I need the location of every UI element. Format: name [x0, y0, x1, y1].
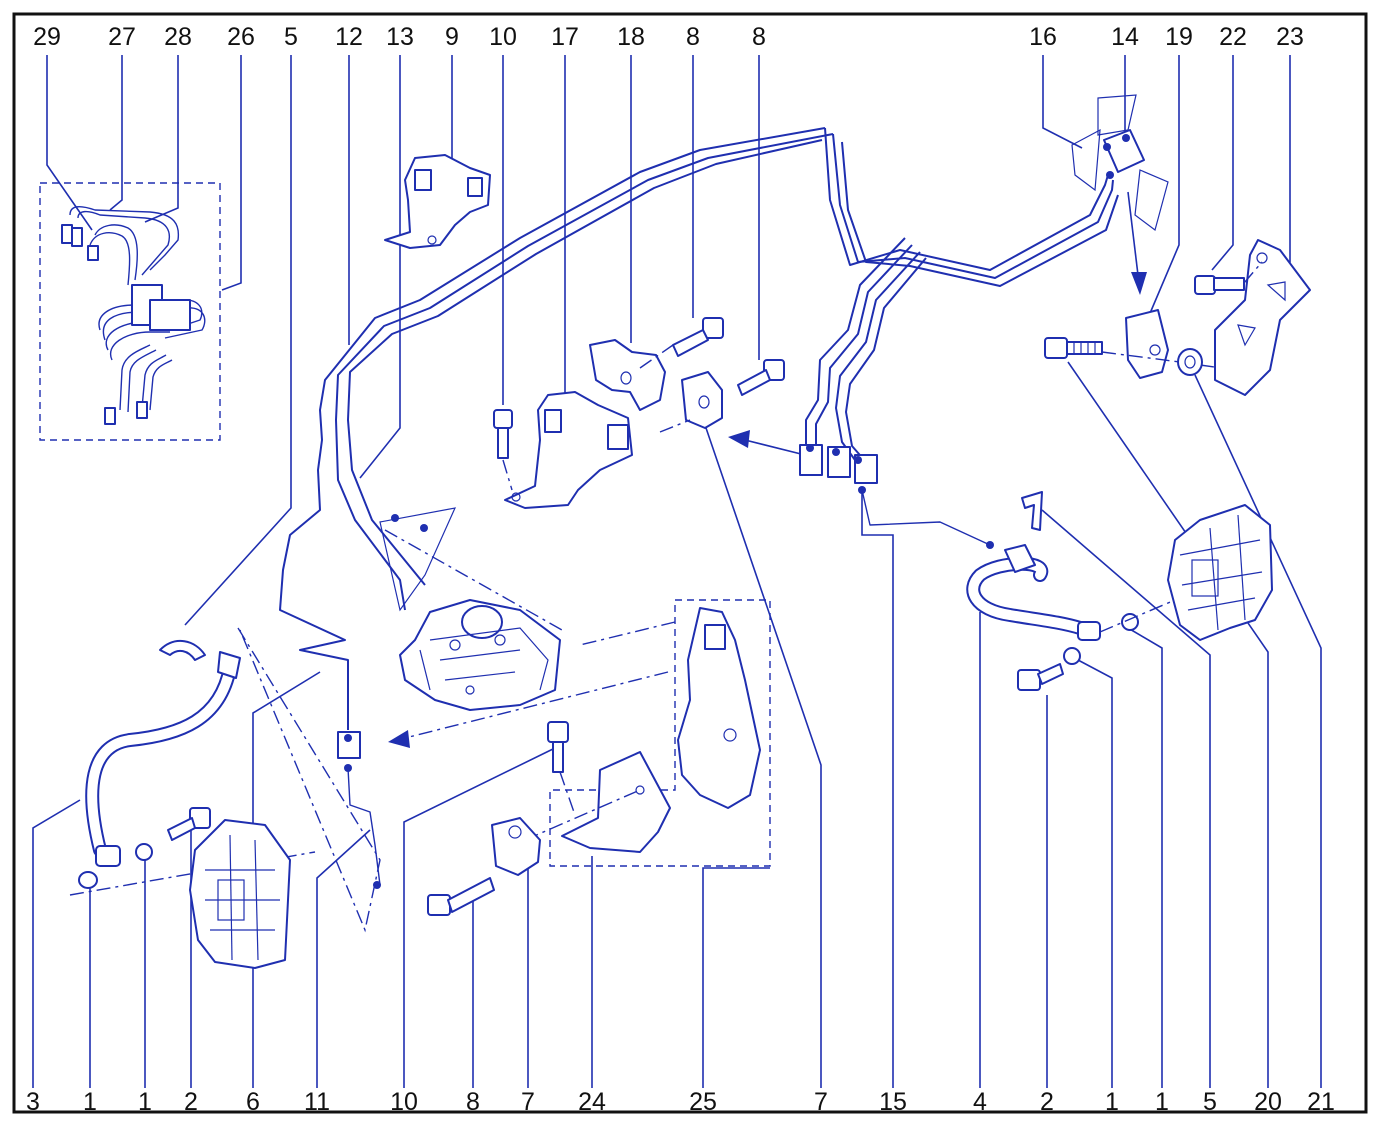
- shield-bracket: [677, 607, 761, 809]
- clamp-7-upper: [659, 371, 723, 433]
- clamp-7-lower: [491, 817, 541, 876]
- abs-pipe-bundle: [61, 206, 206, 425]
- bolt-10-lower: [547, 721, 576, 816]
- bolt-10-upper: [493, 409, 513, 491]
- callout-28: 28: [164, 23, 192, 51]
- caliper-left: [189, 819, 291, 969]
- callout-17: 17: [551, 23, 579, 51]
- left-projection: [237, 627, 381, 933]
- callout-5-b: 5: [1203, 1088, 1217, 1116]
- callout-29: 29: [33, 23, 61, 51]
- callout-8-c: 8: [466, 1088, 480, 1116]
- callout-1-c: 1: [1105, 1088, 1119, 1116]
- bracket-24: [524, 751, 671, 853]
- callout-11: 11: [304, 1088, 330, 1116]
- spacer-21: [1177, 348, 1203, 376]
- callout-13: 13: [386, 23, 414, 51]
- clamp-18: [589, 339, 674, 411]
- bolt-8-upper: [672, 317, 724, 357]
- callout-23: 23: [1276, 23, 1304, 51]
- callout-9: 9: [445, 23, 459, 51]
- bolt-8-right: [737, 359, 785, 396]
- callout-2-b: 2: [1040, 1088, 1054, 1116]
- callout-8-a: 8: [686, 23, 700, 51]
- bolt-22: [1194, 261, 1263, 295]
- hose-3: [85, 651, 241, 867]
- bolt-2-left: [167, 807, 211, 841]
- bracket-23: [1214, 239, 1311, 396]
- callout-18: 18: [617, 23, 645, 51]
- callout-8-b: 8: [752, 23, 766, 51]
- callout-1-b: 1: [138, 1088, 152, 1116]
- callout-25: 25: [689, 1088, 717, 1116]
- rigid-brake-pipes: [279, 127, 1119, 886]
- leader-lines: [32, 55, 1322, 1088]
- callout-15: 15: [879, 1088, 907, 1116]
- callout-24: 24: [578, 1088, 606, 1116]
- pipe-clip-left: [337, 731, 381, 889]
- callout-27: 27: [108, 23, 136, 51]
- washer-1-c: [1063, 647, 1081, 665]
- callout-1-d: 1: [1155, 1088, 1169, 1116]
- caliper-right: [1167, 504, 1273, 641]
- callouts-bottom: 3 1 1 2 6 11 10 8 7 24 25 7 15 4 2 1 1 5…: [26, 1088, 1335, 1116]
- distribution-block: [1071, 94, 1169, 295]
- diagram-frame: [12, 12, 1368, 1114]
- detail-box-25: [549, 599, 771, 867]
- bolt-20: [1044, 337, 1103, 359]
- clip-5-right: [1021, 491, 1043, 531]
- callout-4: 4: [973, 1088, 987, 1116]
- callout-16: 16: [1029, 23, 1057, 51]
- callout-12: 12: [335, 23, 363, 51]
- washer-1-a: [78, 871, 98, 889]
- hose-4: [966, 541, 1101, 641]
- callout-19: 19: [1165, 23, 1193, 51]
- callout-3: 3: [26, 1088, 40, 1116]
- detail-box-26: [39, 182, 221, 441]
- bracket-9: [384, 154, 491, 249]
- clip-5-left: [159, 640, 206, 661]
- callout-10: 10: [489, 23, 517, 51]
- callout-20: 20: [1254, 1088, 1282, 1116]
- callout-22: 22: [1219, 23, 1247, 51]
- bolt-8-lower: [427, 877, 495, 916]
- abs-modulator: [379, 507, 563, 711]
- junction-block-19: [1101, 309, 1251, 379]
- callout-26: 26: [227, 23, 255, 51]
- callout-21: 21: [1307, 1088, 1335, 1116]
- bolt-2-right: [1017, 663, 1064, 691]
- callout-6: 6: [246, 1088, 260, 1116]
- pipe-clips-middle: [799, 444, 878, 494]
- callout-7-a: 7: [521, 1088, 535, 1116]
- callout-1-a: 1: [83, 1088, 97, 1116]
- bracket-17: [504, 391, 633, 509]
- callout-7-b: 7: [814, 1088, 828, 1116]
- callout-2-a: 2: [184, 1088, 198, 1116]
- callout-14: 14: [1111, 23, 1139, 51]
- callouts-top: 29 27 28 26 5 12 13 9 10 17 18 8 8 16 14…: [33, 23, 1304, 51]
- washer-1-b: [135, 843, 153, 861]
- callout-5: 5: [284, 23, 298, 51]
- callout-10-b: 10: [390, 1088, 418, 1116]
